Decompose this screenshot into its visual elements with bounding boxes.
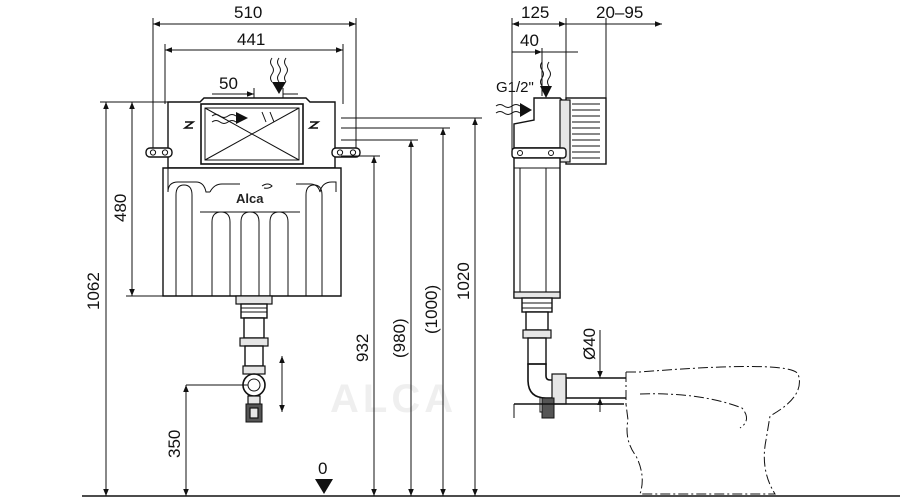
dimension-441: 441 (164, 30, 344, 104)
dim-label-480: 480 (111, 194, 130, 222)
dim-label-1062: 1062 (84, 272, 103, 310)
dimension-350: 350 (165, 385, 189, 496)
dimension-1000: (1000) (341, 127, 450, 496)
bracket-right (331, 147, 361, 158)
water-inlet-arrow-horizontal (495, 103, 532, 117)
side-view: 125 20–95 40 G1/2" (495, 3, 800, 495)
inspection-opening (200, 103, 304, 165)
floor-zero-marker: 0 (315, 459, 333, 494)
inlet-thread-label: G1/2" (496, 79, 534, 96)
water-inlet-arrow-side (540, 61, 552, 98)
dimension-510: 510 (152, 3, 357, 148)
dim-label-50: 50 (219, 74, 238, 93)
dim-label-510: 510 (234, 3, 262, 22)
dimension-125: 125 (511, 3, 567, 152)
dim-label-350: 350 (165, 430, 184, 458)
flush-outlet-pipe (235, 295, 273, 423)
toilet-bowl-outline (625, 365, 800, 495)
dimension-diameter-40: Ø40 (580, 328, 603, 412)
dimension-20-95: 20–95 (566, 3, 662, 100)
dimension-480: 480 (111, 102, 163, 297)
dim-label-1020: 1020 (454, 262, 473, 300)
front-view: 510 441 50 (84, 3, 482, 496)
dim-label-40: 40 (520, 31, 539, 50)
wall-plate (565, 97, 607, 165)
dim-label-980: (980) (390, 318, 409, 358)
watermark: ALCA (330, 377, 457, 421)
dim-label-diameter-40: Ø40 (580, 328, 599, 360)
brand-logo: Alca (236, 191, 264, 206)
brand-bird-icon (261, 183, 273, 189)
dim-label-125: 125 (521, 3, 549, 22)
side-outlet-pipe (513, 297, 624, 419)
dim-label-441: 441 (237, 30, 265, 49)
bracket-left (145, 147, 173, 158)
tank-body (162, 167, 342, 297)
floor-zero-label: 0 (318, 459, 327, 478)
dimension-1062: 1062 (84, 101, 168, 496)
dimension-1020: 1020 (341, 117, 482, 496)
water-inlet-arrow-top (270, 57, 288, 94)
side-tank-body (513, 157, 561, 299)
dimension-932: 932 (341, 155, 380, 496)
dimension-980: (980) (341, 139, 418, 496)
dim-label-932: 932 (353, 334, 372, 362)
dim-label-1000: (1000) (422, 285, 441, 334)
dim-label-20-95: 20–95 (596, 3, 643, 22)
